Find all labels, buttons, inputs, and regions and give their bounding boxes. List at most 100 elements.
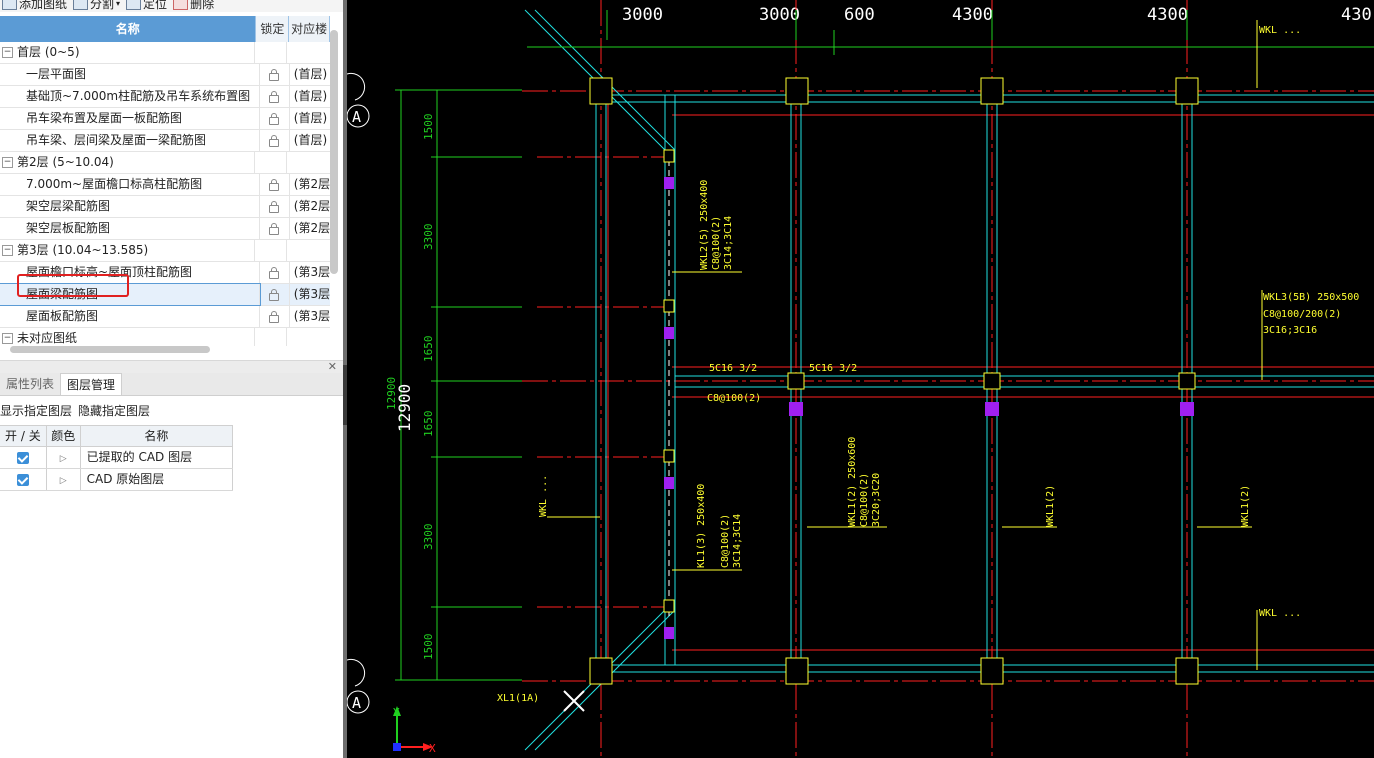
tree-horizontal-scrollbar[interactable]	[10, 346, 210, 353]
layer-toggle-checkbox[interactable]	[16, 451, 29, 464]
tree-group-row[interactable]: −第3层 (10.04~13.585)	[0, 240, 330, 262]
tab-properties[interactable]: 属性列表	[6, 377, 55, 391]
tree-row-floor: (首层)	[293, 89, 328, 103]
tree-drawing-row[interactable]: 架空层板配筋图(第2层	[0, 218, 330, 240]
tree-row-floor: (第2层	[293, 199, 330, 213]
tree-row-floor: (第3层	[293, 309, 330, 323]
tree-row-label: 未对应图纸	[17, 331, 78, 345]
stirrup-label: C8@100(2)	[707, 393, 761, 404]
delete-icon	[173, 0, 189, 10]
tree-drawing-row[interactable]: 基础顶~7.000m柱配筋及吊车系统布置图 (首层)	[0, 86, 330, 108]
column-lock[interactable]: 锁定	[256, 16, 290, 42]
expand-triangle-icon[interactable]: ▷	[59, 454, 67, 464]
beam-label: KL1(3) 250x400	[696, 484, 707, 568]
tree-header: 名称 锁定 对应楼	[0, 16, 330, 42]
layer-toggle-checkbox[interactable]	[16, 473, 29, 486]
overall-dim-green: 12900	[385, 377, 398, 410]
tree-drawing-row[interactable]: 屋面梁配筋图(第3层	[0, 283, 330, 306]
tree-row-label: 首层 (0~5)	[17, 45, 80, 59]
expand-triangle-icon[interactable]: ▷	[59, 476, 67, 486]
dim-label-left: 1650	[422, 411, 435, 438]
column-corresponding-floor[interactable]: 对应楼	[289, 16, 330, 42]
tree-group-row[interactable]: −首层 (0~5)	[0, 42, 330, 64]
tree-drawing-row[interactable]: 架空层梁配筋图(第2层	[0, 196, 330, 218]
lock-icon[interactable]	[269, 200, 280, 213]
tree-row-label: 基础顶~7.000m柱配筋及吊车系统布置图	[26, 89, 251, 103]
tree-row-floor: (第3层	[293, 265, 330, 279]
column-name[interactable]: 名称	[0, 16, 257, 42]
beam-label: WKL ...	[1259, 608, 1301, 619]
split-icon	[73, 0, 89, 10]
tree-drawing-row[interactable]: 7.000m~屋面檐口标高柱配筋图(第2层	[0, 174, 330, 196]
overall-dim-label: 12900	[395, 384, 414, 432]
tree-drawing-row[interactable]: 吊车梁布置及屋面一板配筋图(首层)	[0, 108, 330, 130]
tree-row-name: −未对应图纸	[0, 328, 255, 346]
tab-layer-management[interactable]: 图层管理	[60, 373, 123, 395]
tree-row-lock-cell	[260, 86, 290, 107]
beam-label: WKL1(2) 250x600	[847, 437, 858, 527]
tree-row-name: 屋面梁配筋图	[0, 283, 261, 306]
left-panel: 添加图纸 分割 ▾ 定位 删除 名称 锁定 对应楼 −首层 (0~5)一层平面图…	[0, 0, 343, 758]
lock-icon[interactable]	[269, 90, 280, 103]
dim-label-top: 430	[1341, 5, 1372, 25]
close-icon[interactable]: ✕	[327, 360, 337, 373]
tree-row-name: 基础顶~7.000m柱配筋及吊车系统布置图	[0, 86, 260, 107]
delete-button[interactable]: 删除	[173, 0, 214, 12]
tree-row-floor	[287, 240, 330, 261]
split-button[interactable]: 分割 ▾	[73, 0, 120, 12]
lock-icon[interactable]	[269, 134, 280, 147]
tree-row-name: −第3层 (10.04~13.585)	[0, 240, 255, 261]
tree-drawing-row[interactable]: 吊车梁、层间梁及屋面一梁配筋图(首层)	[0, 130, 330, 152]
ucs-y-label: Y	[393, 706, 400, 719]
tree-row-label: 吊车梁布置及屋面一板配筋图	[26, 111, 183, 125]
lock-icon[interactable]	[269, 68, 280, 81]
collapse-icon[interactable]: −	[2, 157, 13, 168]
tree-row-lock-cell	[255, 328, 287, 346]
lock-icon[interactable]	[269, 288, 280, 301]
lock-icon[interactable]	[269, 178, 280, 191]
hide-layer-button[interactable]: 隐藏指定图层	[78, 404, 151, 418]
tree-group-row[interactable]: −第2层 (5~10.04)	[0, 152, 330, 174]
show-layer-button[interactable]: 显示指定图层	[0, 404, 73, 418]
panel-splitter[interactable]: ✕	[0, 360, 343, 373]
tree-row-floor: (首层)	[293, 67, 328, 81]
layer-name: 已提取的 CAD 图层	[81, 447, 233, 468]
beam-label: WKL ...	[1259, 25, 1301, 36]
xl-label: XL1(1A)	[497, 693, 539, 704]
tree-drawing-row[interactable]: 屋面板配筋图 (第3层	[0, 306, 330, 328]
locate-button[interactable]: 定位	[126, 0, 167, 12]
tree-row-name: 吊车梁布置及屋面一板配筋图	[0, 108, 260, 129]
tree-row-lock-cell	[255, 152, 287, 173]
drawing-toolbar: 添加图纸 分割 ▾ 定位 删除	[0, 0, 343, 12]
lock-icon[interactable]	[269, 310, 280, 323]
tree-row-lock-cell	[255, 240, 287, 261]
tree-drawing-row[interactable]: 屋面檐口标高~屋面顶柱配筋图(第3层	[0, 262, 330, 284]
dim-label-left: 3300	[422, 224, 435, 251]
tree-row-floor	[287, 152, 330, 173]
drawing-tree: 名称 锁定 对应楼 −首层 (0~5)一层平面图(首层)基础顶~7.000m柱配…	[0, 16, 330, 346]
lock-icon[interactable]	[269, 222, 280, 235]
tree-row-name: 屋面板配筋图	[0, 306, 260, 327]
lock-icon[interactable]	[269, 112, 280, 125]
add-drawing-button[interactable]: 添加图纸	[2, 0, 67, 12]
tree-row-lock-cell	[260, 196, 290, 217]
lock-icon[interactable]	[269, 266, 280, 279]
chevron-down-icon: ▾	[116, 0, 121, 8]
cad-drawing-canvas[interactable]: 3000 3000 600 4300 4300 430	[347, 0, 1374, 758]
collapse-icon[interactable]: −	[2, 333, 13, 344]
beam-label: WKL1(2)	[1045, 485, 1056, 527]
beam-label: 3C16;3C16	[1263, 325, 1317, 336]
tree-drawing-row[interactable]: 一层平面图(首层)	[0, 64, 330, 86]
beam-label: 3C14;3C14	[732, 514, 743, 568]
column-layer-name: 名称	[81, 426, 233, 446]
tree-row-label: 第2层 (5~10.04)	[17, 155, 114, 169]
collapse-icon[interactable]: −	[2, 47, 13, 58]
beam-label: C8@100/200(2)	[1263, 309, 1341, 320]
tree-row-label: 架空层板配筋图	[26, 221, 111, 235]
tree-vertical-scrollbar[interactable]	[330, 30, 338, 274]
tree-row-lock-cell	[260, 108, 290, 129]
axis-label: A	[352, 694, 361, 712]
collapse-icon[interactable]: −	[2, 245, 13, 256]
panel-divider[interactable]	[343, 0, 347, 758]
tree-group-row[interactable]: −未对应图纸	[0, 328, 330, 346]
